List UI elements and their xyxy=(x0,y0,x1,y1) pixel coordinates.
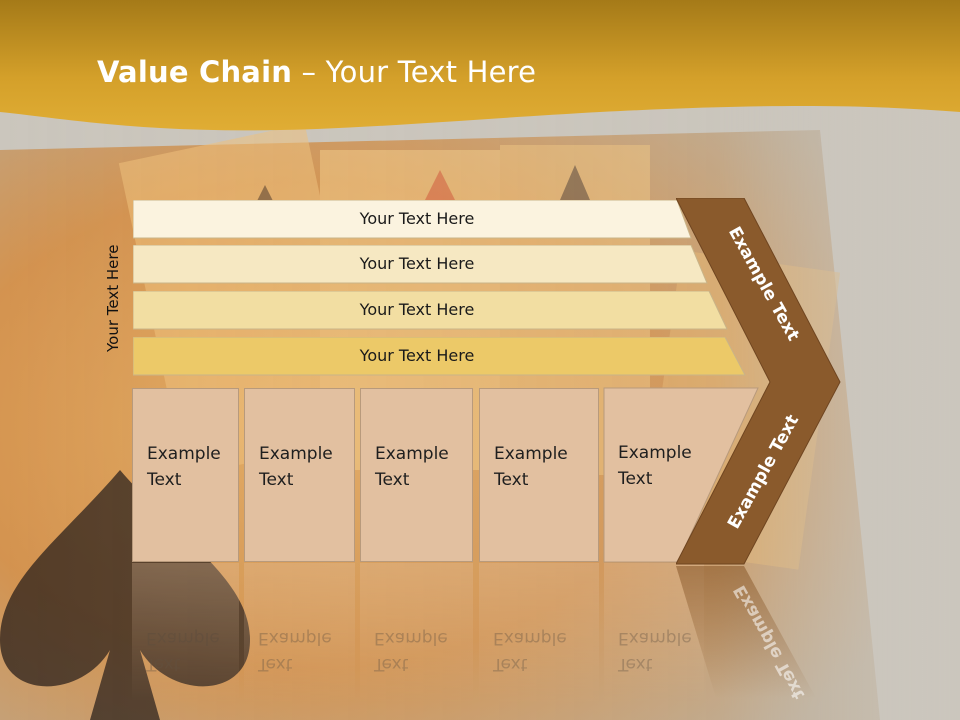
page-title: Value Chain – Your Text Here xyxy=(97,55,537,89)
box-line-1: Example xyxy=(259,444,333,464)
chevron-arrow xyxy=(676,198,841,698)
box-line-2: Text xyxy=(147,470,182,490)
box-line-1: Example xyxy=(147,444,221,464)
box-line-2: Text xyxy=(618,469,653,489)
example-box-3: Example Text xyxy=(360,388,473,562)
box-line-2: Text xyxy=(259,470,294,490)
header-wave xyxy=(0,0,960,131)
example-box-1: Example Text xyxy=(132,388,239,562)
box-line-2: Text xyxy=(494,470,529,490)
bar-label: Your Text Here xyxy=(359,254,475,273)
box-line-2: Text xyxy=(375,470,410,490)
example-box-4: Example Text xyxy=(479,388,599,562)
example-box-2: Example Text xyxy=(244,388,355,562)
example-box-5: Example Text xyxy=(604,388,704,562)
bar-label: Your Text Here xyxy=(359,300,475,319)
box-line-1: Example xyxy=(494,444,568,464)
box-line-1: Example xyxy=(375,444,449,464)
bar-label: Your Text Here xyxy=(359,346,475,365)
bar-label: Your Text Here xyxy=(359,209,475,228)
box-line-1: Example xyxy=(618,443,692,463)
